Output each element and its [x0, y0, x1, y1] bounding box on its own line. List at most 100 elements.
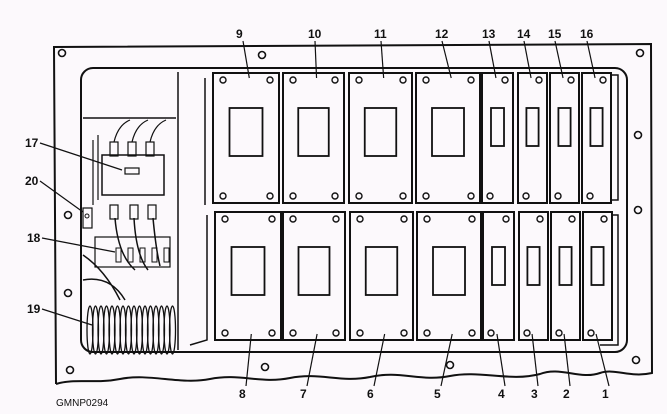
leader-line: [523, 40, 532, 79]
mounting-screw: [467, 192, 475, 200]
module-plate: [348, 72, 413, 204]
callout-13: 13: [482, 27, 496, 41]
mounting-screw: [400, 329, 408, 337]
module-6: [349, 211, 414, 341]
callout-20: 20: [25, 174, 39, 188]
module-10: [282, 72, 345, 204]
callout-19: 19: [27, 302, 41, 316]
mounting-screw: [567, 76, 575, 84]
module-window: [490, 107, 505, 147]
module-3: [518, 211, 549, 341]
module-4: [482, 211, 515, 341]
mounting-screw: [268, 329, 276, 337]
callout-1: 1: [602, 387, 609, 401]
mounting-screw: [355, 192, 363, 200]
module-window: [589, 107, 604, 147]
module-plate: [517, 72, 548, 204]
mounting-screw: [331, 76, 339, 84]
mounting-screw: [501, 76, 509, 84]
module-plate: [481, 72, 514, 204]
mounting-screw: [332, 329, 340, 337]
mounting-screw: [221, 215, 229, 223]
mounting-screw: [422, 76, 430, 84]
mounting-screw: [219, 192, 227, 200]
mounting-screw: [266, 76, 274, 84]
module-8: [214, 211, 282, 341]
bolt: [633, 130, 643, 140]
module-7: [282, 211, 346, 341]
panel-bolts: [57, 48, 645, 375]
callout-15: 15: [548, 27, 562, 41]
mounting-screw: [555, 329, 563, 337]
module-window: [432, 246, 466, 296]
callout-5: 5: [434, 387, 441, 401]
bolt: [260, 362, 270, 372]
mounting-screw: [289, 76, 297, 84]
module-window: [557, 107, 572, 147]
mounting-screw: [355, 76, 363, 84]
module-plate: [282, 211, 346, 341]
module-15: [549, 72, 580, 204]
module-12: [415, 72, 481, 204]
leader-line: [380, 40, 385, 79]
leader-line: [586, 40, 596, 79]
mounting-screw: [487, 329, 495, 337]
module-window: [491, 246, 506, 286]
module-plate: [482, 211, 515, 341]
bolt: [63, 288, 73, 298]
mounting-screw: [467, 76, 475, 84]
module-2: [550, 211, 581, 341]
module-14: [517, 72, 548, 204]
figure-code: GMNP0294: [56, 398, 109, 409]
bolt: [57, 48, 67, 58]
mounting-screw: [289, 329, 297, 337]
mounting-screw: [356, 215, 364, 223]
callout-4: 4: [498, 387, 505, 401]
mounting-screw: [399, 192, 407, 200]
leader-line: [314, 40, 318, 79]
module-plate: [282, 72, 345, 204]
mounting-screw: [289, 215, 297, 223]
mounting-screw: [221, 329, 229, 337]
mounting-screw: [468, 329, 476, 337]
bolt: [633, 205, 643, 215]
module-window: [228, 107, 264, 157]
leader-line: [39, 180, 84, 213]
leader-line: [306, 333, 318, 387]
leader-line: [41, 308, 93, 326]
module-window: [431, 107, 465, 157]
leader-line: [488, 40, 497, 79]
leader-line: [496, 333, 506, 387]
mounting-screw: [599, 76, 607, 84]
mounting-screw: [522, 192, 530, 200]
module-window: [230, 246, 266, 296]
leader-line: [440, 333, 453, 387]
outer-panel: [52, 42, 654, 385]
mounting-screw: [423, 329, 431, 337]
callout-2: 2: [563, 387, 570, 401]
module-plate: [550, 211, 581, 341]
wire-coil: [168, 305, 177, 355]
module-window: [526, 246, 541, 286]
mounting-screw: [332, 215, 340, 223]
mounting-screw: [587, 329, 595, 337]
leader-line: [554, 40, 564, 79]
module-plate: [349, 211, 414, 341]
module-plate: [518, 211, 549, 341]
callout-6: 6: [367, 387, 374, 401]
mounting-screw: [536, 215, 544, 223]
left-compartment: [82, 72, 179, 355]
rail: [600, 74, 619, 346]
mounting-screw: [219, 76, 227, 84]
leader-line: [242, 40, 250, 79]
rail: [189, 78, 208, 346]
callout-7: 7: [300, 387, 307, 401]
module-5: [416, 211, 482, 341]
mounting-screw: [289, 192, 297, 200]
mounting-screw: [535, 76, 543, 84]
bolt: [257, 50, 267, 60]
leader-line: [41, 237, 116, 253]
bolt: [65, 365, 75, 375]
callout-12: 12: [435, 27, 449, 41]
